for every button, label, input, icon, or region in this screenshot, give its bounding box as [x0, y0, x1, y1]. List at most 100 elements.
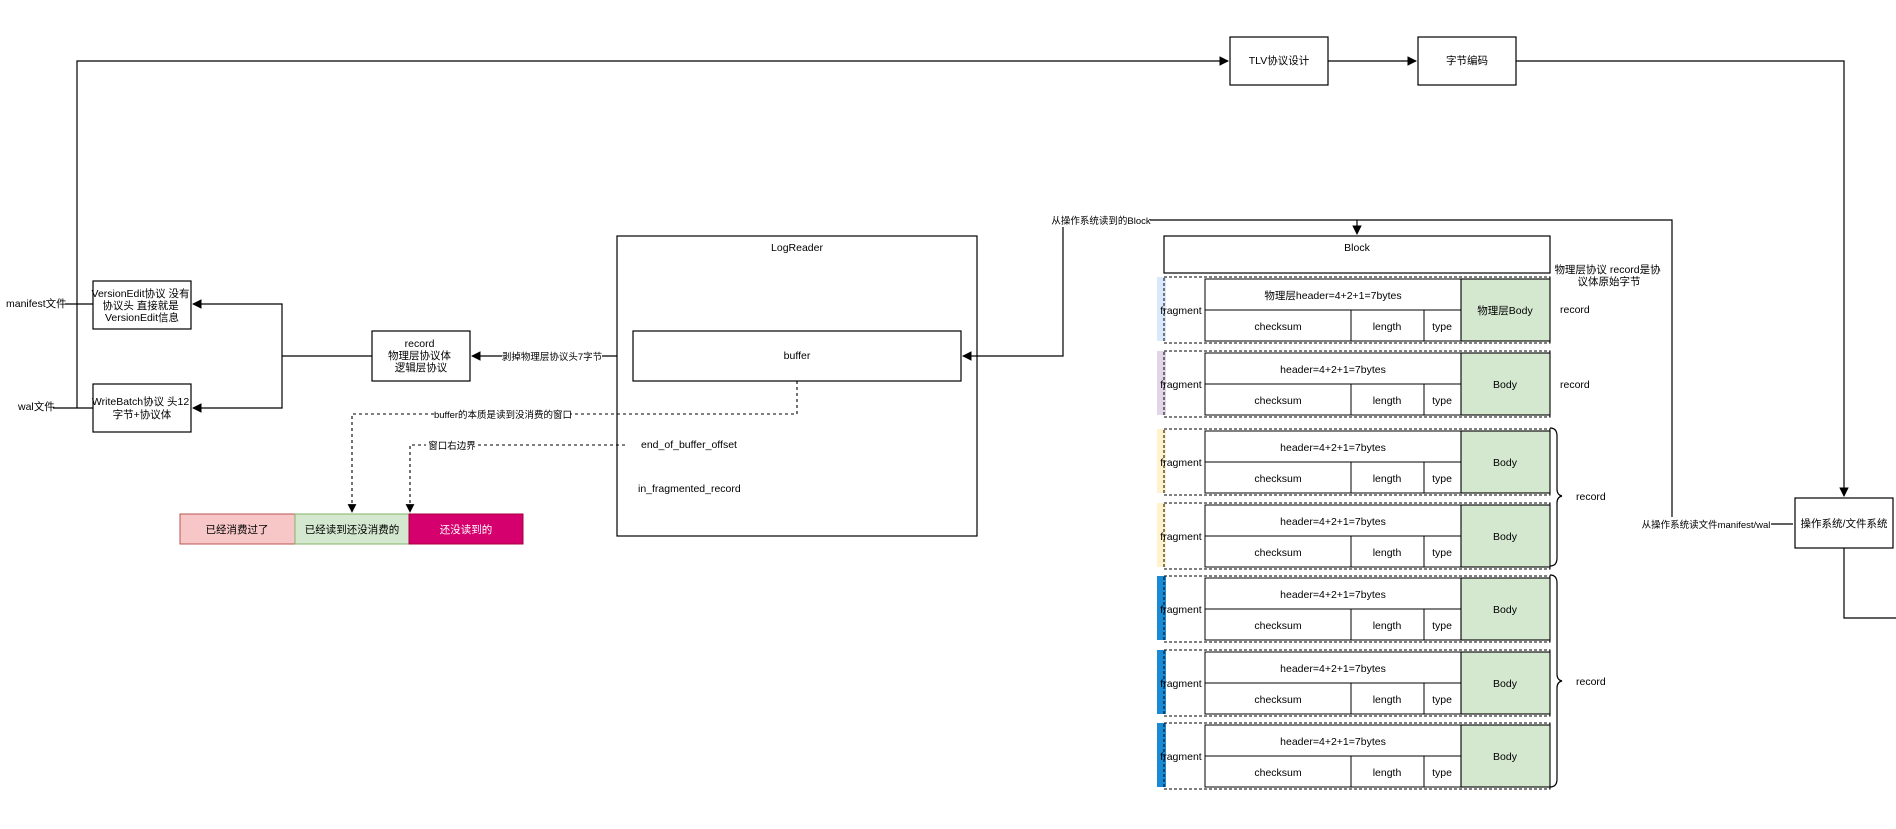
state-unread — [408, 513, 524, 545]
buffer-node[interactable] — [632, 330, 962, 382]
fragment-checksum-1: checksum — [1254, 321, 1302, 333]
version-edit-label: VersionEdit协议 没有 协议头 直接就是 VersionEdit信息 — [92, 287, 193, 324]
fragment-header-5[interactable] — [1204, 577, 1462, 610]
record-label-4: record — [1576, 676, 1606, 688]
fragment-checksum-cell-1 — [1204, 309, 1352, 342]
fragment-header-label-6: header=4+2+1=7bytes — [1280, 663, 1386, 675]
fragment-body-label-7: Body — [1493, 751, 1518, 763]
edge-to-version-edit — [192, 299, 283, 356]
block-title: Block — [1344, 242, 1370, 254]
byte-encoding-label: 字节编码 — [1446, 54, 1488, 67]
window-right-bg — [426, 438, 478, 452]
edge-to-write-batch — [192, 356, 283, 413]
wal-file-label: wal文件 — [17, 400, 55, 413]
fragment-header-4[interactable] — [1204, 504, 1462, 537]
fragment-container-2[interactable] — [1163, 350, 1551, 418]
record-node[interactable] — [371, 330, 471, 382]
fragment-container-5[interactable] — [1163, 575, 1551, 643]
fragment-body-7[interactable] — [1460, 724, 1551, 788]
fragment-checksum-5: checksum — [1254, 620, 1302, 632]
fragment-checksum-4: checksum — [1254, 547, 1302, 559]
fragment-type-6: type — [1432, 694, 1452, 706]
fragment-body-4[interactable] — [1460, 504, 1551, 568]
fragment-type-cell-4 — [1423, 535, 1462, 568]
state-unread-label: 还没读到的 — [440, 523, 493, 536]
left-section: manifest文件 wal文件 VersionEdit协议 没有 协议头 直接… — [6, 280, 633, 433]
fragment-container-3[interactable] — [1163, 428, 1551, 496]
log-reader-container[interactable] — [616, 235, 978, 537]
fragment-body-label-6: Body — [1493, 678, 1518, 690]
log-reader: LogReader buffer end_of_buffer_offset in… — [179, 235, 978, 545]
fragment-checksum-cell-4 — [1204, 535, 1352, 568]
os-read-bg — [1641, 517, 1771, 531]
fragment-checksum-cell-3 — [1204, 461, 1352, 494]
fragment-strip-4 — [1157, 503, 1166, 567]
read-block-label: 从操作系统读到的Block — [1051, 215, 1150, 227]
fragment-header-label-5: header=4+2+1=7bytes — [1280, 589, 1386, 601]
os-read-label: 从操作系统读文件manifest/wal — [1642, 519, 1771, 531]
fragment-label-7: fragment — [1160, 751, 1202, 763]
byte-encoding-node[interactable] — [1417, 36, 1517, 86]
fragment-length-cell-6 — [1350, 682, 1425, 715]
edge-window-right — [405, 444, 625, 513]
fragment-label-6: fragment — [1160, 678, 1202, 690]
fragment-length-2: length — [1373, 395, 1402, 407]
fragment-label-2: fragment — [1160, 379, 1202, 391]
end-offset-label: end_of_buffer_offset — [641, 439, 737, 451]
fragment-type-7: type — [1432, 767, 1452, 779]
fragment-length-6: length — [1373, 694, 1402, 706]
fragment-container-7[interactable] — [1163, 722, 1551, 790]
fragment-header-label-3: header=4+2+1=7bytes — [1280, 442, 1386, 454]
fragment-header-6[interactable] — [1204, 651, 1462, 684]
fragment-length-cell-7 — [1350, 755, 1425, 788]
fragment-container-4[interactable] — [1163, 502, 1551, 570]
fragment-checksum-3: checksum — [1254, 473, 1302, 485]
record-node-label: record 物理层协议体 逻辑层协议 — [388, 338, 454, 374]
fragment-header-label-2: header=4+2+1=7bytes — [1280, 364, 1386, 376]
block-section: 从操作系统读文件manifest/wal 从操作系统读到的Block Block… — [962, 213, 1793, 790]
fragment-body-5[interactable] — [1460, 577, 1551, 641]
fragment-type-1: type — [1432, 321, 1452, 333]
fragment-strip-3 — [1157, 429, 1166, 493]
fragment-body-label-5: Body — [1493, 604, 1518, 616]
fragment-length-cell-5 — [1350, 608, 1425, 641]
block-title-box[interactable] — [1163, 235, 1551, 274]
fragment-container-1[interactable] — [1163, 276, 1551, 344]
fragment-length-cell-4 — [1350, 535, 1425, 568]
fragment-length-cell-3 — [1350, 461, 1425, 494]
fragment-body-2[interactable] — [1460, 352, 1551, 416]
fragment-checksum-6: checksum — [1254, 694, 1302, 706]
log-reader-title: LogReader — [771, 242, 823, 254]
fragment-body-label-1: 物理层Body — [1477, 304, 1533, 317]
os-fs-node[interactable] — [1794, 497, 1894, 549]
fragment-body-label-2: Body — [1493, 379, 1518, 391]
fragment-body-3[interactable] — [1460, 430, 1551, 494]
fragment-type-5: type — [1432, 620, 1452, 632]
window-right-label: 窗口右边界 — [428, 440, 476, 452]
record-brace-1 — [1549, 427, 1563, 567]
write-batch-label: WriteBatch协议 头12 字节+协议体 — [92, 395, 192, 421]
strip-label-bg — [502, 349, 602, 363]
version-edit-node[interactable] — [92, 280, 192, 330]
fragment-body-1[interactable] — [1460, 278, 1551, 342]
tlv-node[interactable] — [1229, 36, 1329, 86]
fragment-header-label-4: header=4+2+1=7bytes — [1280, 516, 1386, 528]
window-note-bg — [436, 407, 570, 421]
fragment-checksum-cell-2 — [1204, 383, 1352, 416]
state-read-unconsumed — [294, 513, 410, 545]
fragment-container-6[interactable] — [1163, 649, 1551, 717]
state-consumed — [179, 513, 296, 545]
record-label-3: record — [1576, 491, 1606, 503]
physical-note: 物理层协议 record是协 议体原始字节 — [1554, 263, 1663, 288]
edge-left-to-tlv — [76, 56, 1229, 408]
fragment-body-6[interactable] — [1460, 651, 1551, 715]
fragment-strip-5 — [1157, 576, 1166, 640]
fragment-header-7[interactable] — [1204, 724, 1462, 757]
write-batch-node[interactable] — [92, 383, 192, 433]
fragment-length-cell-1 — [1350, 309, 1425, 342]
fragment-type-4: type — [1432, 547, 1452, 559]
read-block-bg — [1052, 213, 1150, 227]
tlv-label: TLV协议设计 — [1249, 54, 1310, 67]
fragment-strip-1 — [1157, 277, 1166, 341]
